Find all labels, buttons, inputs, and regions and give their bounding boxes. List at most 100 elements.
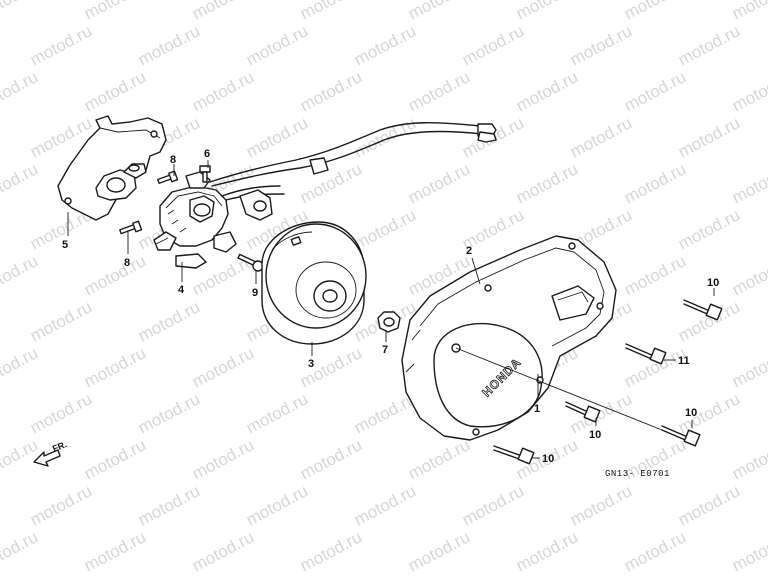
watermark-text: motod.ru xyxy=(729,159,768,207)
part-6-screw xyxy=(199,165,211,183)
callout-6: 6 xyxy=(204,148,210,160)
watermark-text: motod.ru xyxy=(405,67,473,115)
watermark-text: motod.ru xyxy=(621,0,689,24)
watermark-text: motod.ru xyxy=(135,297,203,345)
bolt-10-middle xyxy=(565,401,601,423)
callout-10-middle: 10 xyxy=(589,429,601,441)
callout-5: 5 xyxy=(62,239,68,251)
bolt-10-upper-right xyxy=(683,299,723,321)
watermark-text: motod.ru xyxy=(729,527,768,575)
watermark-text: motod.ru xyxy=(567,21,635,69)
watermark-text: motod.ru xyxy=(513,0,581,24)
watermark-text: motod.ru xyxy=(81,67,149,115)
watermark-text: motod.ru xyxy=(513,67,581,115)
watermark-text: motod.ru xyxy=(81,343,149,391)
watermark-text: motod.ru xyxy=(729,67,768,115)
part-4-stator xyxy=(153,122,497,269)
watermark-text: motod.ru xyxy=(729,251,768,299)
watermark-text: motod.ru xyxy=(675,481,743,529)
watermark-text: motod.ru xyxy=(243,481,311,529)
callout-4: 4 xyxy=(178,284,185,296)
callout-3: 3 xyxy=(308,358,314,370)
watermark-text: motod.ru xyxy=(351,481,419,529)
watermark-text: motod.ru xyxy=(675,113,743,161)
watermark-text: motod.ru xyxy=(513,159,581,207)
watermark-text: motod.ru xyxy=(621,159,689,207)
watermark-text: motod.ru xyxy=(729,0,768,24)
watermark-text: motod.ru xyxy=(189,343,257,391)
watermark-text: motod.ru xyxy=(243,389,311,437)
callout-8-upper: 8 xyxy=(170,154,176,166)
watermark-text: motod.ru xyxy=(135,389,203,437)
callout-1: 1 xyxy=(534,403,540,415)
watermark-text: motod.ru xyxy=(567,113,635,161)
watermark-text: motod.ru xyxy=(459,481,527,529)
watermark-text: motod.ru xyxy=(243,113,311,161)
part-8-screw-lower xyxy=(119,220,143,235)
watermark-text: motod.ru xyxy=(297,67,365,115)
watermark-text: motod.ru xyxy=(405,527,473,575)
bolt-10-lower-left xyxy=(493,445,535,465)
watermark-text: motod.ru xyxy=(0,159,41,207)
watermark-text: motod.ru xyxy=(243,21,311,69)
part-3-flywheel xyxy=(261,221,367,345)
watermark-text: motod.ru xyxy=(621,527,689,575)
part-9-bolt xyxy=(237,253,264,272)
callout-10-right: 10 xyxy=(685,407,697,419)
callout-2: 2 xyxy=(466,245,472,257)
watermark-text: motod.ru xyxy=(135,481,203,529)
part-8-screw-upper xyxy=(157,170,179,184)
watermark-text: motod.ru xyxy=(189,435,257,483)
watermark-text: motod.ru xyxy=(0,343,41,391)
watermark-text: motod.ru xyxy=(351,21,419,69)
watermark-text: motod.ru xyxy=(0,251,41,299)
watermark-text: motod.ru xyxy=(0,527,41,575)
watermark-text: motod.ru xyxy=(351,205,419,253)
callout-11: 11 xyxy=(678,355,690,367)
drawing-code: GN13- E0701 xyxy=(605,469,670,479)
watermark-text: motod.ru xyxy=(675,205,743,253)
watermark-text: motod.ru xyxy=(621,251,689,299)
callout-9: 9 xyxy=(252,287,258,299)
watermark-text: motod.ru xyxy=(0,67,41,115)
watermark-text: motod.ru xyxy=(297,0,365,24)
callout-8-lower: 8 xyxy=(124,257,130,269)
watermark-text: motod.ru xyxy=(675,21,743,69)
watermark-text: motod.ru xyxy=(27,21,95,69)
part-5-bracket xyxy=(57,115,167,221)
watermark-text: motod.ru xyxy=(729,435,768,483)
watermark-text: motod.ru xyxy=(189,67,257,115)
watermark-text: motod.ru xyxy=(0,0,41,24)
part-7-nut xyxy=(377,311,401,333)
front-indicator-label: FR. xyxy=(51,439,68,454)
watermark-text: motod.ru xyxy=(27,389,95,437)
part-2-left-cover: HONDA xyxy=(401,235,617,441)
bolt-11 xyxy=(625,343,667,365)
bolt-10-right xyxy=(661,425,701,447)
watermark-text: motod.ru xyxy=(729,343,768,391)
watermark-text: motod.ru xyxy=(513,527,581,575)
watermark-text: motod.ru xyxy=(81,251,149,299)
callout-10-lower-left: 10 xyxy=(542,453,554,465)
watermark-text: motod.ru xyxy=(81,0,149,24)
watermark-text: motod.ru xyxy=(297,435,365,483)
watermark-text: motod.ru xyxy=(81,527,149,575)
watermark-text: motod.ru xyxy=(0,435,41,483)
watermark-text: motod.ru xyxy=(405,0,473,24)
watermark-text: motod.ru xyxy=(405,435,473,483)
watermark-text: motod.ru xyxy=(567,481,635,529)
watermark-text: motod.ru xyxy=(189,527,257,575)
leader-lines xyxy=(67,160,715,459)
watermark-text: motod.ru xyxy=(459,21,527,69)
watermark-text: motod.ru xyxy=(27,297,95,345)
watermark-text: motod.ru xyxy=(189,0,257,24)
watermark-text: motod.ru xyxy=(81,435,149,483)
callout-10-upper-right: 10 xyxy=(707,277,719,289)
watermark-text: motod.ru xyxy=(297,527,365,575)
watermark-text: motod.ru xyxy=(405,159,473,207)
callout-7: 7 xyxy=(382,344,388,356)
watermark-text: motod.ru xyxy=(135,21,203,69)
watermark-text: motod.ru xyxy=(27,481,95,529)
